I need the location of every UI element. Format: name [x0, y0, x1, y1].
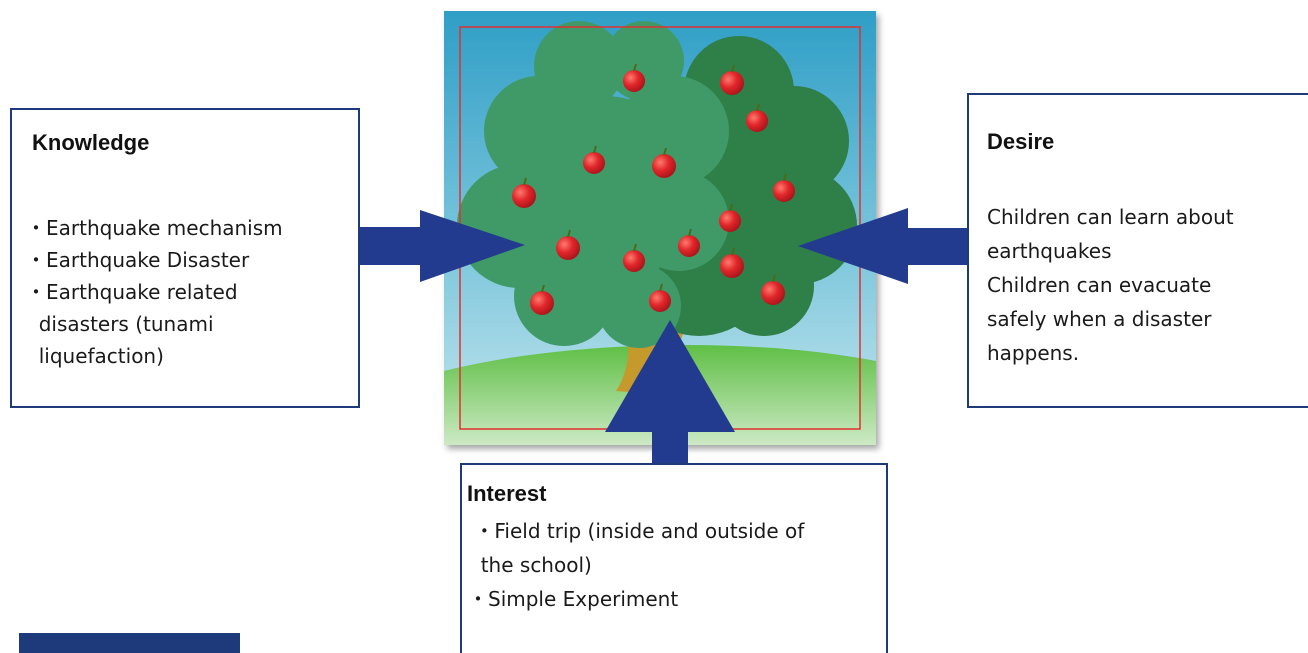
desire-title: Desire — [987, 129, 1055, 154]
desire-line: earthquakes — [987, 239, 1112, 263]
desire-box: Desire Children can learn about earthqua… — [967, 93, 1308, 408]
arrow-knowledge — [360, 210, 525, 282]
desire-line: Children can evacuate — [987, 273, 1212, 297]
desire-line: happens. — [987, 341, 1080, 365]
tree-foliage-light — [457, 21, 729, 348]
knowledge-title: Knowledge — [32, 130, 150, 155]
arrow-interest — [605, 320, 735, 463]
interest-title: Interest — [467, 481, 547, 506]
interest-box: Interest ・Field trip (inside and outside… — [460, 463, 888, 653]
knowledge-item: ・Earthquake related — [26, 280, 238, 304]
desire-line: Children can learn about — [987, 205, 1234, 229]
knowledge-item: ・Earthquake mechanism — [26, 216, 283, 240]
interest-line: ・Field trip (inside and outside of — [468, 519, 805, 543]
interest-line: ・Simple Experiment — [468, 587, 679, 611]
knowledge-item: liquefaction) — [26, 344, 164, 368]
interest-line: the school) — [468, 553, 592, 577]
knowledge-box: Knowledge ・Earthquake mechanism ・Earthqu… — [10, 108, 360, 408]
desire-line: safely when a disaster — [987, 307, 1212, 331]
knowledge-item: disasters (tunami — [26, 312, 214, 336]
apples — [512, 63, 795, 315]
knowledge-item: ・Earthquake Disaster — [26, 248, 250, 272]
arrow-desire — [798, 208, 967, 284]
